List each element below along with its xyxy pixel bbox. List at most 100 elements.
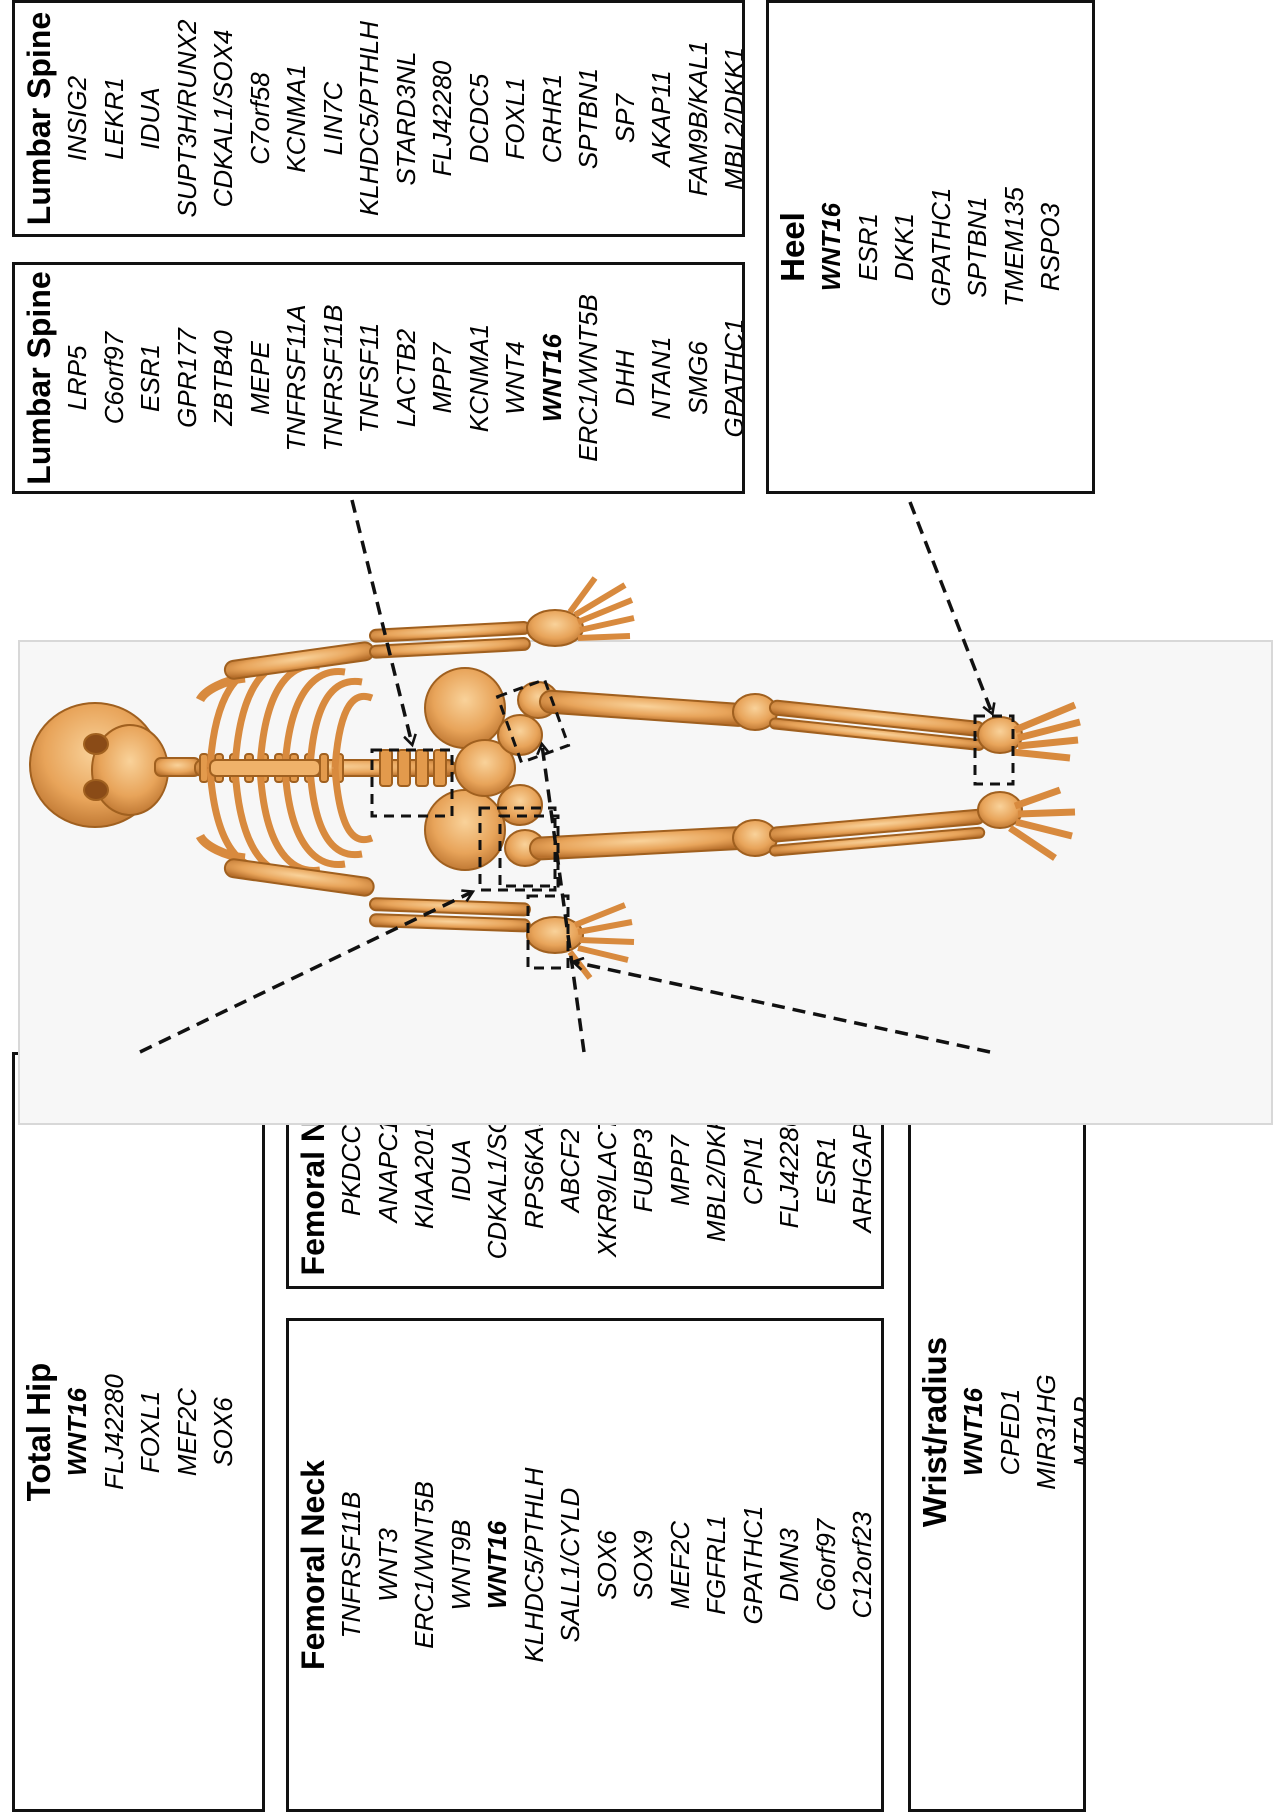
gene-item: ABCF2 [552,1129,589,1213]
gene-item: LIN7C [315,82,352,156]
gene-item: MPP7 [424,343,461,414]
gene-item: CDKAL1/SOX4 [205,30,242,208]
gene-item: SOX9 [625,1530,662,1599]
gene-item: TNFRSF11A [278,305,315,452]
box-title: Femoral Neck [293,1460,333,1670]
gene-item: SOX6 [589,1530,626,1599]
gene-item: FLJ42280 [771,1113,808,1229]
gene-item: GPATHC1 [923,188,960,307]
gene-item: C6orf97 [808,1519,845,1612]
gene-item: ARHGAP1 [844,1108,881,1232]
gene-item: WNT4 [497,341,534,415]
gene-item: WNT16 [955,1388,992,1476]
gene-item: FAM9B/KAL1 [680,41,717,197]
gene-item: FLJ42280 [424,61,461,177]
gene-item: GPR177 [169,328,206,428]
gene-item: SPTBN1 [570,68,607,169]
gene-item: SMG6 [680,341,717,415]
gene-item: C7orf58 [242,72,279,165]
gene-item: ESR1 [850,213,887,281]
gene-item: NTAN1 [643,336,680,419]
gene-item: KIAA2018 [406,1112,443,1229]
gene-item: MPP7 [662,1135,699,1206]
gene-item: ESR1 [132,344,169,412]
box-title: Wrist/radius [915,1337,955,1527]
gene-item: TMEM135 [996,187,1033,307]
gene-item: FUBP3 [625,1129,662,1213]
gene-item: FGFRL1 [698,1515,735,1615]
gene-item: KCNMA1 [461,324,498,432]
gene-item: IDUA [443,1139,480,1201]
gene-item: SALL1/CYLD [552,1488,589,1643]
gene-item: RPS6KA5 [516,1112,553,1229]
box-title: Lumbar Spine [19,12,59,225]
gene-item: KLHDC5/PTHLH [351,21,388,216]
gene-item: FOXL1 [132,1391,169,1473]
gene-item: WNT16 [813,203,850,291]
gene-item: LRP4 [881,1138,885,1203]
gene-item: FLJ42280 [96,1374,133,1490]
gene-item: CPN1 [735,1136,772,1205]
gene-item: STARD3NL [388,52,425,186]
gene-item: LEKR1 [96,77,133,159]
gene-item: LRP5 [59,345,96,410]
gene-item: MTAP [1065,1397,1087,1467]
box-title: Total Hip [19,1363,59,1502]
gene-item: WNT16 [479,1521,516,1609]
gene-item: ANAPC1 [370,1118,407,1222]
gene-item: PKDCC [333,1125,370,1216]
box-title: Lumbar Spine [19,271,59,484]
gene-item: KLHDC5/PTHLH [516,1467,553,1662]
gene-item: TNFSF11 [351,323,388,434]
gene-item: IDUA [132,87,169,149]
skeleton-panel [18,640,1273,1125]
gene-item: KCNMA1 [278,64,315,172]
gene-item: ERC1/WNT5B [570,294,607,462]
gene-item: TNFRSF11B [333,1492,370,1639]
box-title: Heel [773,212,813,282]
gene-item: DHH [607,350,644,406]
gene-item: DKK1 [886,213,923,281]
gene-item: MBL2/DKK1 [716,47,745,190]
gene-item: WNT16 [534,334,571,422]
gene-item: GPATHC1 [716,319,745,438]
gene-item: MEF2C [169,1388,206,1476]
gene-item: LACTB2 [388,329,425,427]
gene-item: C12orf23 [844,1512,881,1619]
gene-item: C6orf97 [96,332,133,425]
gene-item: WNT9B [443,1520,480,1611]
gene-item: ERC1/WNT5B [406,1481,443,1649]
gene-item: MEF2C [662,1521,699,1609]
gene-item: SOX6 [205,1397,242,1466]
gene-item: CRHR1 [534,74,571,164]
gene-item: MEPE [242,341,279,415]
gene-item: INSIG2 [59,76,96,161]
gene-item: ZBTB40 [205,330,242,425]
gene-item: TNFRSF11B [315,305,352,452]
gene-item: AKAP11 [643,70,680,166]
gene-item: CPED1 [992,1389,1029,1476]
gene-item: WNT16 [59,1388,96,1476]
gene-item: WNT3 [370,1528,407,1602]
gene-item: SP7 [607,94,644,143]
gene-item: C18orf19 [881,1512,885,1619]
gene-item: DCDC5 [461,74,498,164]
gene-item: ESR1 [808,1137,845,1205]
